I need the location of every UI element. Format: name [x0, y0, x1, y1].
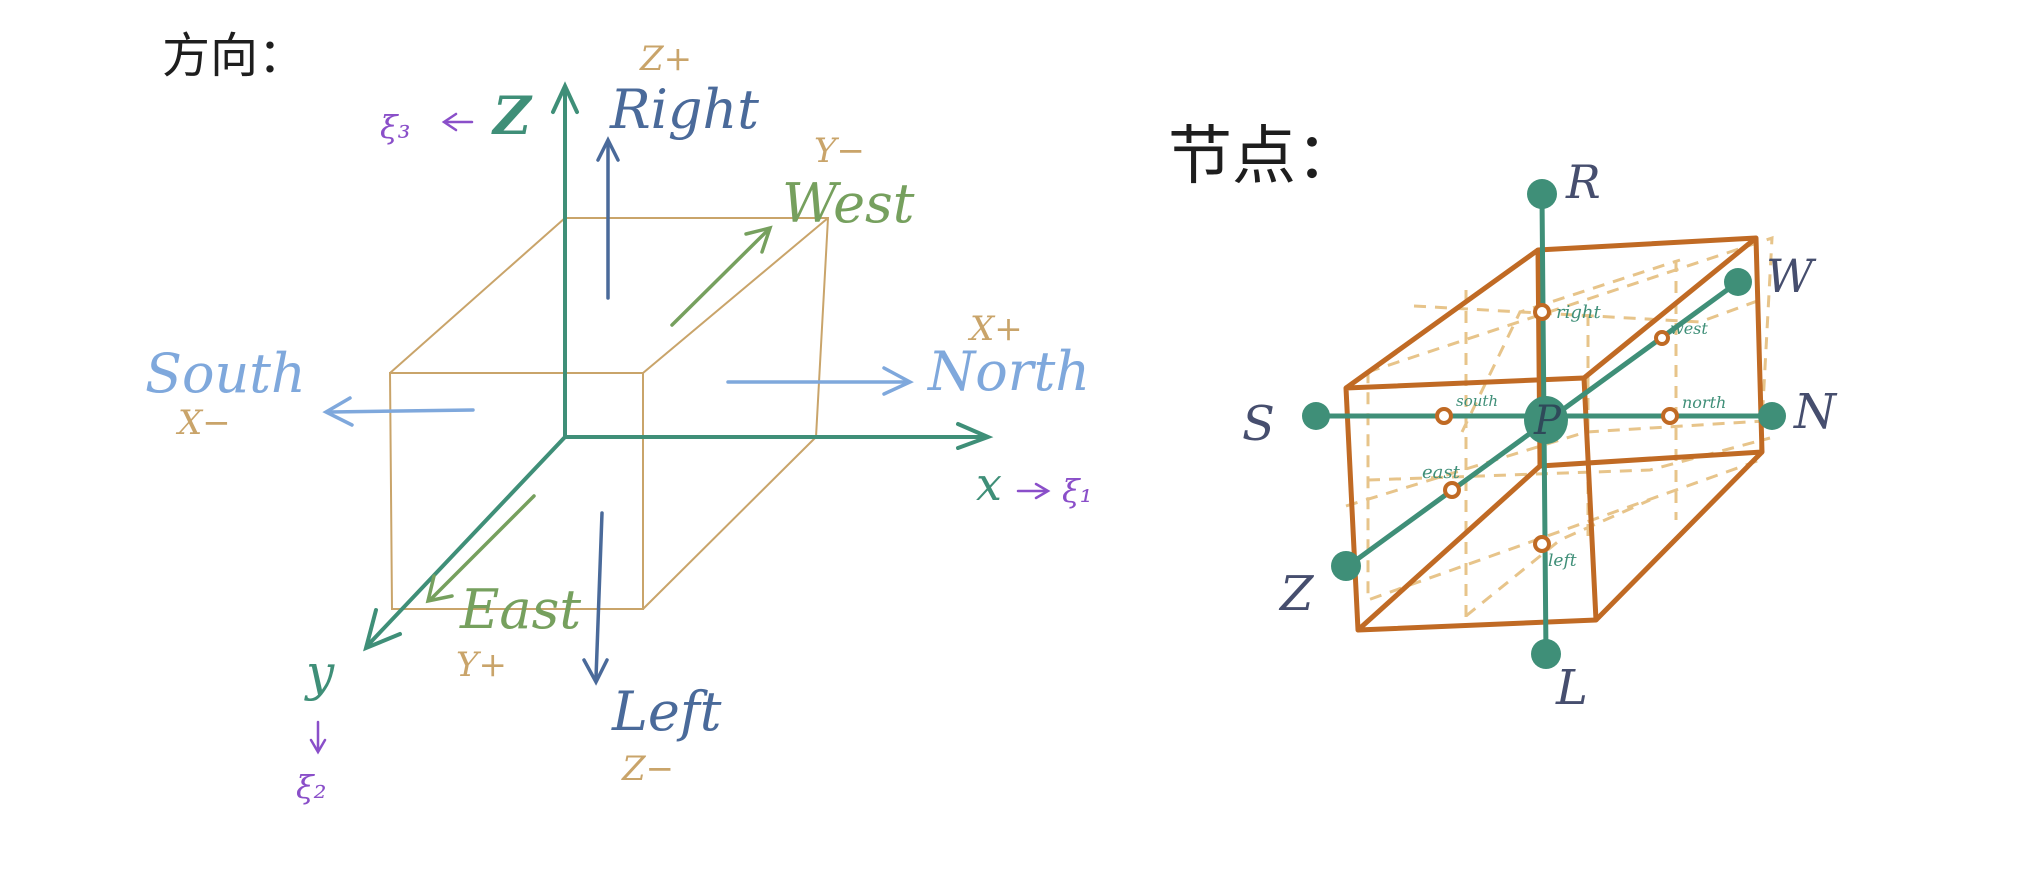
east-arrow — [425, 494, 536, 604]
node-z-dot — [1331, 551, 1361, 581]
face-label-left: left — [1548, 551, 1577, 571]
x-axis-label: x — [976, 457, 1002, 511]
node-r-label: R — [1565, 155, 1601, 209]
node-s-label: S — [1242, 396, 1275, 452]
z-minus-label: Z− — [621, 749, 674, 789]
left-arrow — [582, 511, 609, 686]
north-label: North — [926, 340, 1090, 403]
x-axis-arrowhead — [956, 422, 994, 450]
node-diagram: 节点： — [1168, 120, 1838, 716]
xi-arrows — [309, 112, 1051, 755]
z-plus-label: Z+ — [639, 39, 692, 79]
east-label: East — [459, 578, 581, 641]
z-axis-arrowhead — [551, 81, 579, 114]
node-p-label: P — [1533, 398, 1562, 444]
face-node-north — [1661, 407, 1679, 425]
xi3-label: ξ₃ — [380, 108, 410, 146]
x-minus-label: X− — [175, 403, 231, 443]
right-label: Right — [609, 78, 759, 141]
cube-edge-top-left — [389, 217, 566, 374]
node-cube — [1343, 235, 1765, 633]
face-node-east — [1443, 481, 1461, 499]
face-label-north: north — [1682, 393, 1726, 412]
right-arrow — [596, 136, 620, 300]
node-title: 节点： — [1168, 120, 1360, 194]
face-label-east: east — [1422, 462, 1461, 483]
face-node-west — [1654, 330, 1670, 346]
node-cube-edge-top-left — [1344, 247, 1540, 391]
left-label: Left — [611, 680, 722, 743]
guide-mid-2 — [1367, 436, 1771, 482]
node-p-dot — [1524, 396, 1568, 444]
south-arrow — [322, 396, 475, 427]
node-l-label: L — [1555, 660, 1588, 716]
face-node-left — [1533, 535, 1551, 553]
node-z-label: Z — [1278, 566, 1315, 622]
face-label-west: west — [1670, 319, 1708, 338]
north-arrow — [726, 366, 914, 396]
node-l-dot — [1531, 639, 1561, 669]
y-axis-arrowhead — [363, 608, 402, 652]
direction-diagram: 方向： — [145, 28, 1092, 806]
south-label: South — [145, 342, 306, 405]
face-node-right — [1533, 303, 1551, 321]
node-w-label: W — [1766, 249, 1817, 303]
node-cube-edge-top-right — [1582, 236, 1758, 380]
face-label-south: south — [1456, 392, 1498, 410]
y-axis-label: y — [304, 644, 335, 702]
west-label: West — [782, 172, 915, 235]
xi2-label: ξ₂ — [296, 768, 326, 806]
z-axis-label: Z — [491, 86, 533, 147]
y-minus-label: Y− — [814, 131, 865, 171]
node-n-label: N — [1793, 384, 1838, 440]
guide-mid-1 — [1345, 418, 1781, 508]
node-n-dot — [1758, 402, 1786, 430]
guide-diagonal-plane — [1366, 235, 1774, 603]
node-w-dot — [1724, 268, 1752, 296]
cube-edge-top-right — [642, 217, 829, 374]
face-label-right: right — [1556, 302, 1601, 323]
node-s-dot — [1302, 402, 1330, 430]
neighbour-nodes — [1302, 179, 1786, 669]
x-plus-label: X+ — [967, 309, 1023, 349]
node-cube-edge-bottom-right — [1594, 450, 1764, 622]
node-r-dot — [1527, 179, 1557, 209]
face-node-south — [1435, 407, 1453, 425]
direction-title: 方向： — [162, 28, 306, 84]
y-axis-line — [366, 435, 567, 647]
coordinate-axes — [363, 81, 994, 652]
y-plus-label: Y+ — [456, 645, 507, 685]
west-arrow — [670, 225, 773, 327]
face-nodes — [1435, 303, 1679, 553]
cube-edge-bottom-right — [642, 436, 817, 610]
node-cube-edge-bottom-left — [1356, 464, 1542, 632]
guide-top-2 — [1413, 298, 1761, 324]
xi1-label: ξ₁ — [1062, 472, 1092, 510]
